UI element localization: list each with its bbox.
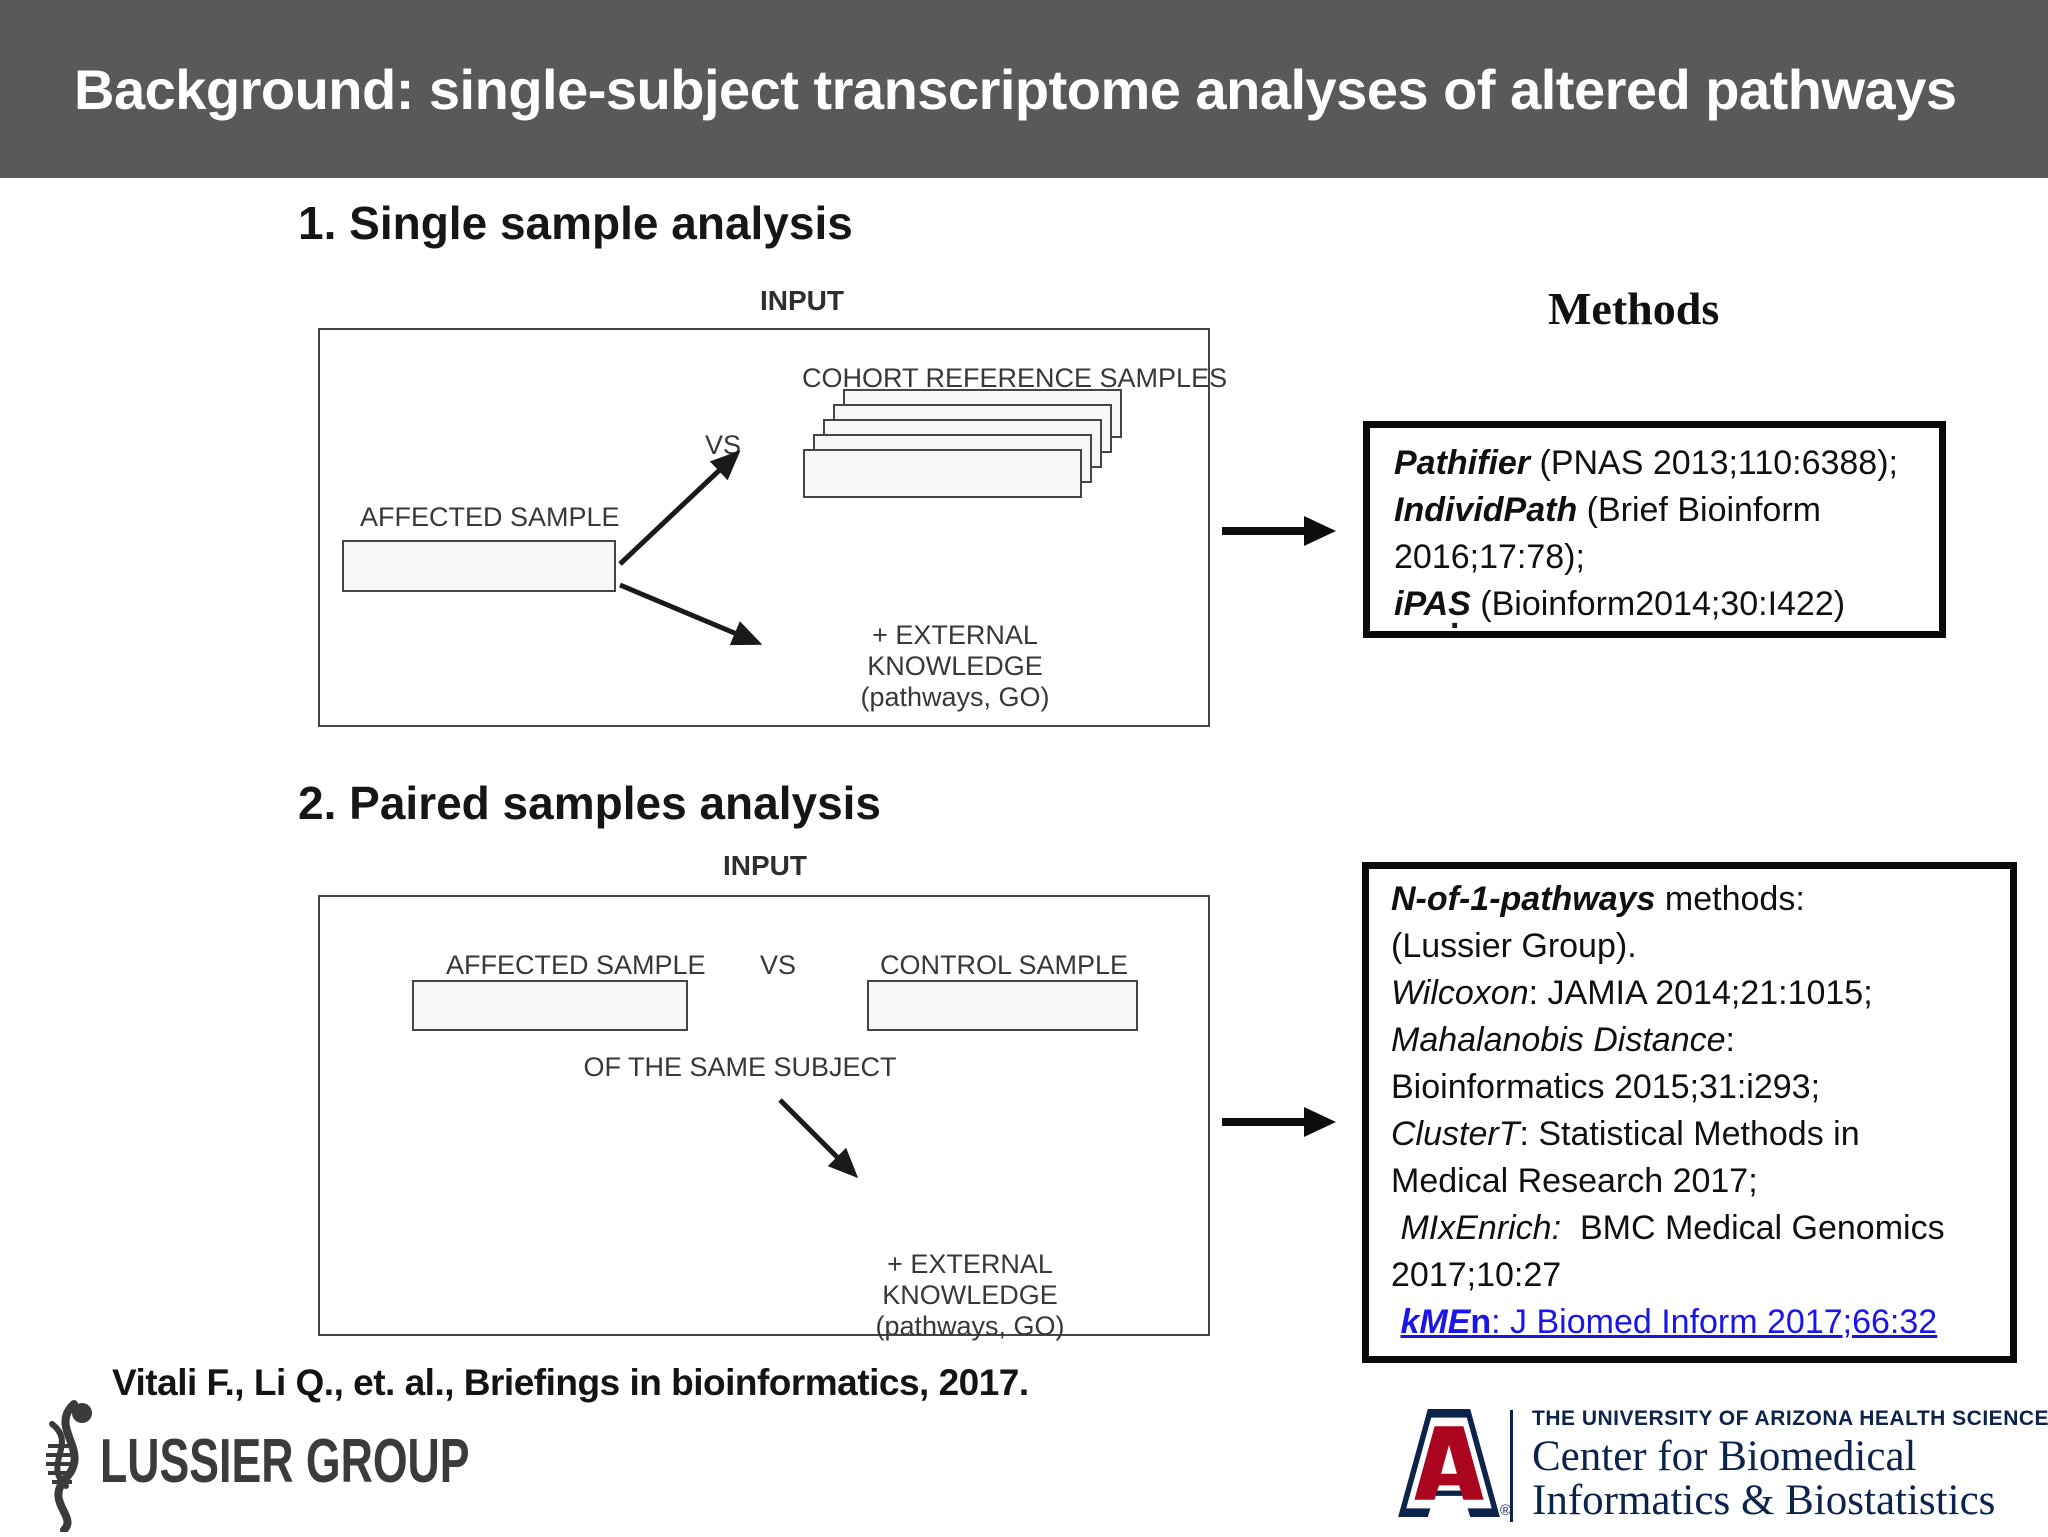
- kmen-citation-link[interactable]: kME: [1400, 1303, 1471, 1341]
- cohort-sample-rect: [803, 449, 1082, 498]
- title-bar: Background: single-subject transcriptome…: [0, 0, 2048, 178]
- text-segment: iPAS: [1394, 585, 1471, 623]
- lussier-group-logo: LUSSIER GROUP: [36, 1398, 496, 1534]
- input-label-2: INPUT: [723, 850, 807, 881]
- input-label-1: INPUT: [760, 285, 844, 316]
- external-knowledge-label-2: + EXTERNAL KNOWLEDGE: [882, 1249, 1058, 1310]
- section1-heading: 1. Single sample analysis: [298, 197, 853, 249]
- logo-divider: [1510, 1410, 1513, 1522]
- nof1-pathways-box: N-of-1-pathways methods: (Lussier Group).…: [1362, 862, 2017, 1363]
- text-segment: Bioinformatics 2015;31:i293;: [1391, 1068, 1821, 1106]
- ua-health-sciences-label: THE UNIVERSITY OF ARIZONA HEALTH SCIENCE…: [1532, 1407, 2048, 1430]
- arrow-down-right-icon-2: [778, 1098, 859, 1179]
- external-knowledge-label-1: + EXTERNAL KNOWLEDGE: [867, 620, 1043, 681]
- arrow-up-right-icon: [618, 450, 741, 566]
- text-segment: Medical Research 2017;: [1391, 1162, 1758, 1200]
- registered-mark: ®: [1500, 1502, 1512, 1519]
- diagram2-box: AFFECTED SAMPLE VS CONTROL SAMPLE OF THE…: [318, 895, 1210, 1341]
- stray-period: .: [1450, 598, 1460, 636]
- text-segment: : Statistical Methods in: [1519, 1115, 1860, 1153]
- external-knowledge-block-1: + EXTERNAL KNOWLEDGE (pathways, GO): [790, 620, 1120, 713]
- text-segment: Pathifier: [1394, 444, 1531, 482]
- lussier-group-wordmark: LUSSIER GROUP: [100, 1427, 470, 1496]
- affected-sample-rect-2: [412, 980, 688, 1031]
- text-segment: MIxEnrich:: [1400, 1209, 1562, 1247]
- text-segment: methods:: [1655, 880, 1805, 918]
- text-segment: IndividPath: [1394, 491, 1578, 529]
- text-segment: Mahalanobis Distance: [1391, 1021, 1726, 1059]
- ua-cb2-logo: ® THE UNIVERSITY OF ARIZONA HEALTH SCIEN…: [1396, 1402, 2048, 1532]
- section2-heading: 2. Paired samples analysis: [298, 777, 882, 829]
- kmen-citation-link[interactable]: : J Biomed Inform 2017;66:32: [1491, 1303, 1938, 1341]
- arizona-block-a-icon: [1398, 1408, 1500, 1518]
- ua-center-label-line1: Center for Biomedical: [1532, 1433, 1917, 1480]
- text-segment: N-of-1-pathways: [1391, 880, 1656, 918]
- methods-heading: Methods: [1548, 283, 1720, 334]
- text-segment: 2017;10:27: [1391, 1256, 1562, 1294]
- ua-center-label-line2: Informatics & Biostatistics: [1532, 1477, 1996, 1524]
- arrow-right-icon-2: [1222, 1107, 1336, 1137]
- affected-sample-label-2: AFFECTED SAMPLE: [446, 950, 706, 980]
- vs-label-2: VS: [760, 950, 797, 980]
- page-title: Background: single-subject transcriptome…: [74, 57, 1957, 121]
- kmen-citation-link[interactable]: n: [1470, 1303, 1492, 1341]
- text-segment: BMC Medical Genomics: [1561, 1209, 1945, 1247]
- arrow-down-right-icon: [619, 582, 763, 646]
- external-knowledge-block-2: + EXTERNAL KNOWLEDGE (pathways, GO): [800, 1249, 1140, 1342]
- text-segment: :: [1725, 1021, 1735, 1059]
- affected-sample-label-1: AFFECTED SAMPLE: [360, 502, 620, 532]
- text-segment: (Lussier Group).: [1391, 927, 1637, 965]
- cohort-reference-label: COHORT REFERENCE SAMPLES: [802, 363, 1228, 393]
- text-segment: (Bioinform2014;30:I422): [1470, 585, 1846, 623]
- control-sample-rect: [867, 980, 1138, 1031]
- text-segment: : JAMIA 2014;21:1015;: [1528, 974, 1873, 1012]
- external-knowledge-sub-1: (pathways, GO): [860, 682, 1050, 712]
- arrow-right-icon-1: [1222, 516, 1336, 546]
- dna-helix-icon: [46, 1400, 92, 1534]
- affected-sample-rect-1: [342, 540, 616, 592]
- text-segment: 2016;17:78);: [1394, 538, 1585, 576]
- diagram1-box: COHORT REFERENCE SAMPLES VS AFFECTED SAM…: [318, 328, 1227, 727]
- external-knowledge-sub-2: (pathways, GO): [875, 1311, 1065, 1341]
- citation: Vitali F., Li Q., et. al., Briefings in …: [112, 1362, 1029, 1403]
- text-segment: ClusterT: [1391, 1115, 1520, 1153]
- same-subject-label: OF THE SAME SUBJECT: [583, 1052, 897, 1082]
- text-segment: Wilcoxon: [1391, 974, 1529, 1012]
- text-segment: (Brief Bioinform: [1577, 491, 1821, 529]
- text-segment: (PNAS 2013;110:6388);: [1530, 444, 1898, 482]
- control-sample-label: CONTROL SAMPLE: [880, 950, 1129, 980]
- methods-box: Pathifier (PNAS 2013;110:6388); IndividPa…: [1363, 421, 1946, 638]
